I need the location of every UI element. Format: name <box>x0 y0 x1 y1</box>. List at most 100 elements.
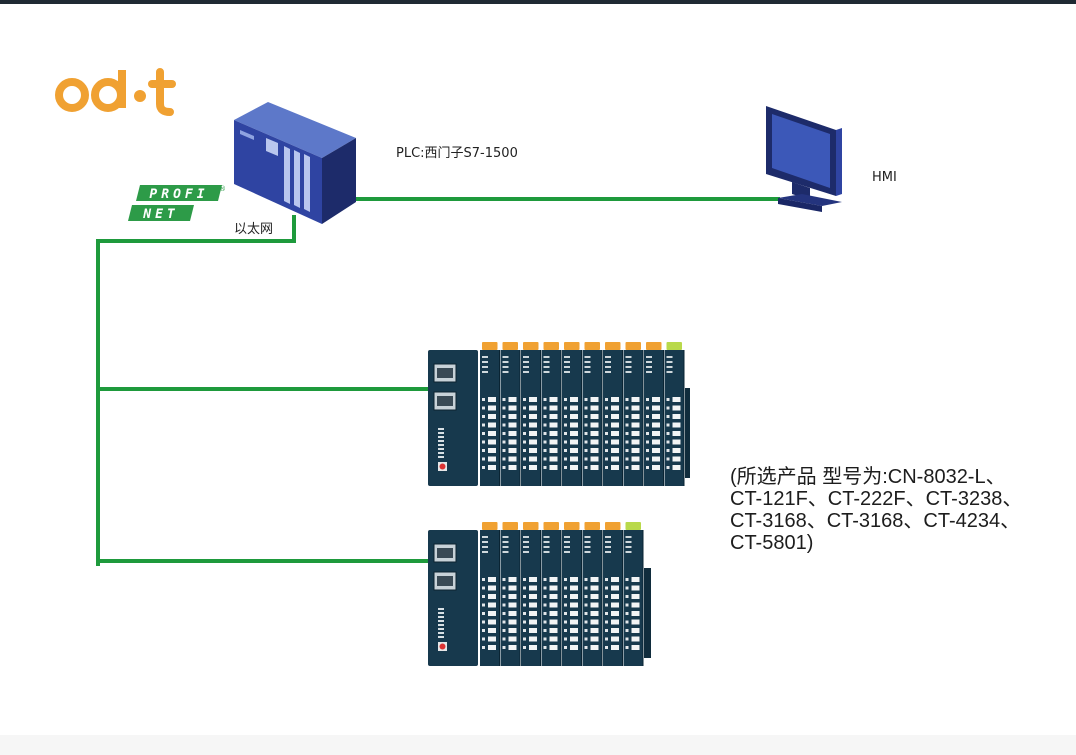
module-label <box>605 361 611 363</box>
terminal-contact <box>672 456 681 462</box>
channel-led <box>584 612 588 615</box>
channel-led <box>564 637 567 641</box>
terminal-contact <box>611 465 619 470</box>
channel-led <box>605 449 608 452</box>
terminal-contact <box>652 397 660 402</box>
terminal-contact <box>631 448 640 453</box>
terminal-contact <box>549 448 558 453</box>
module-label <box>666 356 673 358</box>
channel-led <box>543 603 547 607</box>
terminal-contact <box>549 397 558 402</box>
reset-indicator <box>439 643 446 650</box>
terminal-contact <box>549 422 558 428</box>
channel-led <box>564 612 567 615</box>
terminal-contact <box>508 645 517 650</box>
terminal-contact <box>508 628 517 633</box>
channel-led <box>605 415 608 418</box>
channel-led <box>625 612 629 615</box>
module-label <box>543 536 550 538</box>
module-label <box>502 361 509 363</box>
module-label <box>502 551 509 553</box>
channel-led <box>502 637 506 641</box>
channel-led <box>523 612 526 615</box>
channel-led <box>666 415 670 418</box>
product-notes-line: CT-3168、CT-3168、CT-4234、 <box>730 510 1021 532</box>
profinet-logo: PROFI NET ® <box>128 185 226 222</box>
channel-led <box>523 457 526 461</box>
terminal-contact <box>529 585 537 591</box>
module-label <box>482 536 488 538</box>
plc-label: PLC:西门子S7-1500 <box>396 146 518 161</box>
channel-led <box>584 578 588 581</box>
channel-led <box>564 457 567 461</box>
terminal-cap <box>666 342 682 350</box>
terminal-contact <box>611 431 619 436</box>
channel-led <box>564 449 567 452</box>
terminal-contact <box>590 405 599 411</box>
terminal-contact <box>570 594 578 599</box>
terminal-contact <box>590 602 599 608</box>
terminal-contact <box>488 439 496 445</box>
channel-led <box>523 432 526 435</box>
module-label <box>646 361 652 363</box>
terminal-contact <box>488 414 496 419</box>
terminal-contact <box>611 456 619 462</box>
channel-led <box>502 466 506 469</box>
module-label <box>543 366 550 368</box>
module-label <box>543 546 550 548</box>
channel-led <box>625 423 629 427</box>
terminal-contact <box>652 448 660 453</box>
module-label <box>625 536 632 538</box>
odot-logo <box>55 68 176 116</box>
coupler-led <box>438 436 444 438</box>
reset-indicator <box>439 463 446 470</box>
channel-led <box>502 440 506 444</box>
terminal-contact <box>549 456 558 462</box>
channel-led <box>605 406 608 410</box>
channel-led <box>543 398 547 401</box>
terminal-contact <box>631 645 640 650</box>
terminal-contact <box>488 636 496 642</box>
module-label <box>625 371 632 373</box>
terminal-contact <box>488 611 496 616</box>
terminal-contact <box>611 594 619 599</box>
module-label <box>482 551 488 553</box>
terminal-contact <box>549 628 558 633</box>
channel-led <box>523 466 526 469</box>
product-notes-line: CT-121F、CT-222F、CT-3238、 <box>730 488 1023 510</box>
module-label <box>584 551 591 553</box>
channel-led <box>482 586 485 590</box>
terminal-contact <box>631 611 640 616</box>
coupler-led <box>438 448 444 450</box>
terminal-contact <box>611 448 619 453</box>
port-1-socket <box>437 548 453 558</box>
terminal-contact <box>488 448 496 453</box>
channel-led <box>605 637 608 641</box>
terminal-cap <box>584 342 600 350</box>
port-2-socket <box>437 576 453 586</box>
channel-led <box>625 620 629 624</box>
channel-led <box>482 629 485 632</box>
module-label <box>523 356 529 358</box>
channel-led <box>543 595 547 598</box>
channel-led <box>646 415 649 418</box>
channel-led <box>502 449 506 452</box>
terminal-contact <box>508 405 517 411</box>
terminal-contact <box>529 448 537 453</box>
channel-led <box>502 603 506 607</box>
terminal-cap <box>482 342 498 350</box>
terminal-contact <box>652 465 660 470</box>
module-label <box>564 371 570 373</box>
channel-led <box>625 457 629 461</box>
channel-led <box>502 432 506 435</box>
terminal-contact <box>529 397 537 402</box>
terminal-contact <box>631 594 640 599</box>
terminal-contact <box>508 456 517 462</box>
channel-led <box>543 646 547 649</box>
terminal-contact <box>570 414 578 419</box>
terminal-cap <box>482 522 498 530</box>
coupler-led <box>438 612 444 614</box>
terminal-contact <box>590 397 599 402</box>
terminal-contact <box>672 448 681 453</box>
channel-led <box>564 440 567 444</box>
